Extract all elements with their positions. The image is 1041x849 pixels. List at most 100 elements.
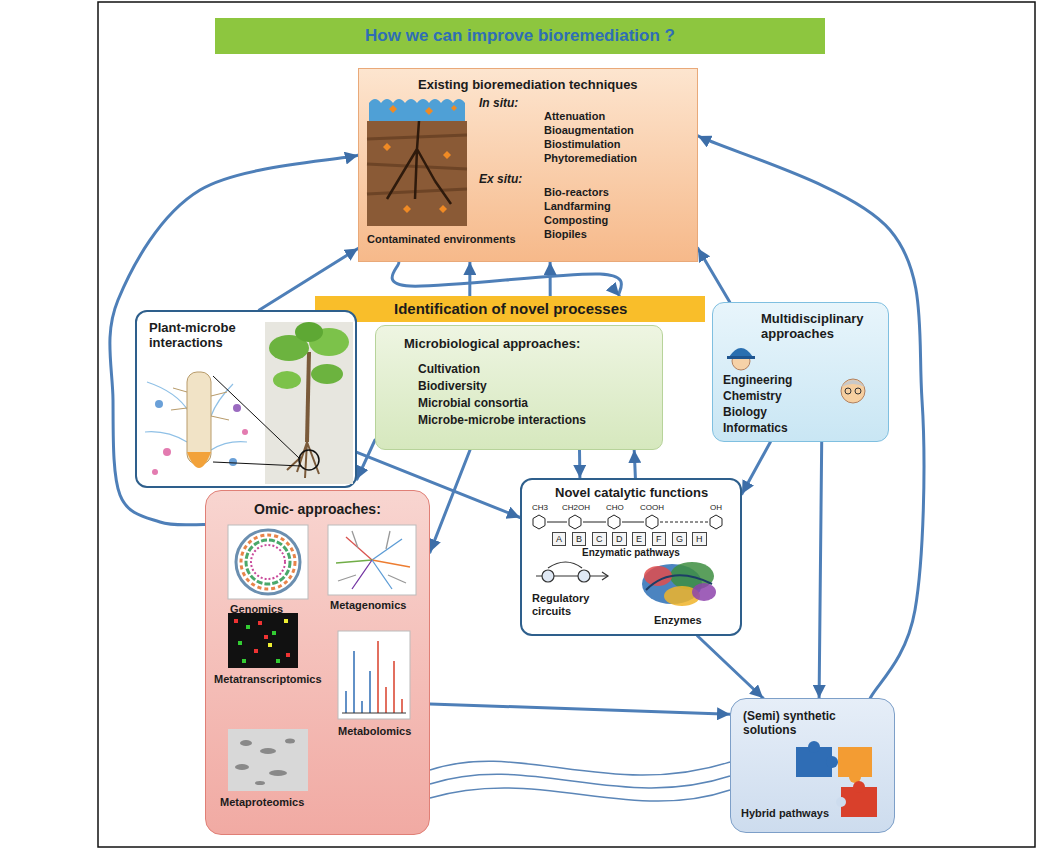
graphic-part xyxy=(372,539,402,560)
graphic-part xyxy=(439,205,447,213)
graphic-part xyxy=(536,575,608,576)
graphic-part xyxy=(228,729,308,791)
graphic-part xyxy=(841,787,877,817)
graphic-part xyxy=(233,404,241,412)
picture-caption: Metaproteomics xyxy=(220,796,304,809)
graphic-part xyxy=(307,352,309,442)
topic-box: Multidisciplinary approachesEngineeringC… xyxy=(712,302,889,442)
graphic-part xyxy=(642,564,702,604)
graphic-part xyxy=(664,586,700,606)
graphic-part xyxy=(236,530,300,594)
flow-arrow xyxy=(468,262,471,296)
graphic-part xyxy=(430,788,730,801)
graphic-part xyxy=(346,651,370,713)
technique-box: Existing bioremediation techniquesIn sit… xyxy=(358,68,698,262)
graphic-part xyxy=(542,570,554,582)
graphic-part xyxy=(352,560,372,589)
graphic-part xyxy=(287,442,319,478)
box-heading: Omic- approaches: xyxy=(254,501,381,518)
band-heading: Identification of novel processes xyxy=(394,300,627,318)
graphic-part xyxy=(234,619,290,663)
graphic-part xyxy=(692,583,716,601)
topic-box: (Semi) synthetic solutionsHybrid pathway… xyxy=(730,698,895,833)
graphic-part xyxy=(338,531,406,583)
graphic-part xyxy=(311,364,343,384)
graphic-part xyxy=(228,525,308,599)
node-text: Microbe-microbe interactions xyxy=(418,413,586,427)
graphic-part xyxy=(853,781,865,793)
graphic-part xyxy=(372,560,392,589)
pathway-letter: A xyxy=(552,532,566,546)
graphic-part xyxy=(285,739,295,744)
title-band: How we can improve bioremediation ? xyxy=(215,18,825,54)
graphic-part xyxy=(241,535,295,589)
pathway-letter: H xyxy=(692,532,707,546)
process-band: Identification of novel processes xyxy=(315,296,705,322)
graphic-part xyxy=(229,458,237,466)
flow-arrow xyxy=(819,442,822,698)
graphic-part xyxy=(273,371,301,389)
picture-caption: Hybrid pathways xyxy=(741,807,829,820)
graphic-part xyxy=(342,641,406,713)
graphic-part xyxy=(383,143,391,151)
chem-label: CHO xyxy=(606,503,624,512)
graphic-part xyxy=(152,469,158,475)
topic-box: Plant-microbe interactions xyxy=(135,310,357,488)
picture-caption: Metagenomics xyxy=(330,599,406,612)
graphic-part xyxy=(235,764,249,770)
graphic-part xyxy=(533,515,722,529)
graphic-part xyxy=(836,797,846,807)
graphic-part xyxy=(163,448,171,456)
graphic-part xyxy=(729,348,753,357)
pathway-letter: C xyxy=(592,532,607,546)
topic-box: Microbiological approaches:CultivationBi… xyxy=(375,325,663,450)
graphic-part xyxy=(284,619,288,623)
graphic-part xyxy=(264,635,268,639)
graphic-part xyxy=(258,621,262,625)
group-heading: In situ: xyxy=(479,96,518,110)
graphic-part xyxy=(841,380,865,387)
wavy-lines xyxy=(430,761,730,801)
graphic-part xyxy=(238,641,242,645)
graphic-part xyxy=(187,372,211,464)
flow-arrow xyxy=(430,704,730,714)
box-heading: Plant-microbe interactions xyxy=(149,320,261,351)
pathway-letter: G xyxy=(672,532,687,546)
flow-arrow xyxy=(578,450,581,478)
node-text: Engineering xyxy=(723,373,792,387)
node-text: Bioaugmentation xyxy=(544,124,634,137)
graphic-part xyxy=(547,522,644,523)
node-text: Attenuation xyxy=(544,110,605,123)
pathway-letter: E xyxy=(632,532,646,546)
graphic-part xyxy=(838,747,872,777)
node-text: Composting xyxy=(544,214,608,227)
graphic-part xyxy=(276,659,280,663)
graphic-part xyxy=(536,562,608,582)
graphic-part xyxy=(387,121,451,204)
box-heading: Microbiological approaches: xyxy=(404,336,580,351)
graphic-part xyxy=(660,522,708,523)
graphic-part xyxy=(845,388,851,394)
graphic-part xyxy=(569,515,581,529)
graphic-part xyxy=(235,739,295,786)
graphic-part xyxy=(228,613,298,668)
graphic-part xyxy=(727,356,755,359)
graphic-part xyxy=(855,388,861,394)
graphic-part xyxy=(372,560,410,567)
graphic-part xyxy=(646,575,712,590)
box-heading: (Semi) synthetic solutions xyxy=(743,709,843,737)
graphic-part xyxy=(425,107,433,115)
graphic-part xyxy=(342,713,406,714)
node-text: Phytoremediation xyxy=(544,152,637,165)
graphic-part xyxy=(328,525,416,595)
flow-arrow xyxy=(392,262,621,296)
graphic-part xyxy=(295,322,323,342)
graphic-part xyxy=(254,649,258,653)
topic-box: Omic- approaches:GenomicsMetagenomicsMet… xyxy=(205,490,430,835)
node-text: Biostimulation xyxy=(544,138,620,151)
graphic-part xyxy=(378,641,402,713)
pathway-letter: D xyxy=(612,532,627,546)
graphic-part xyxy=(451,105,457,111)
